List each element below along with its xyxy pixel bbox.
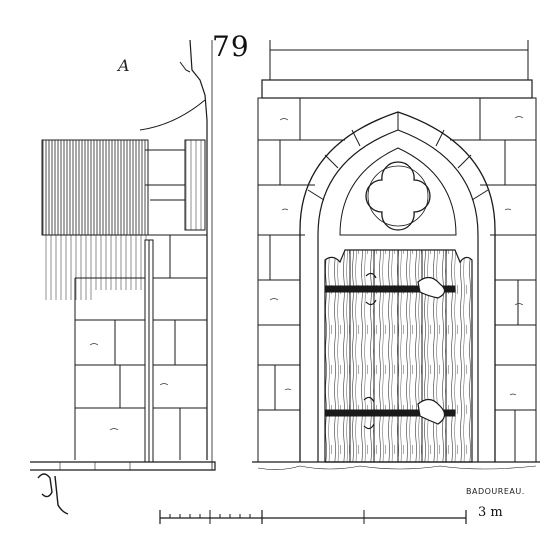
section-mark: A xyxy=(118,56,130,75)
scale-bar xyxy=(159,510,467,524)
monogram-mark xyxy=(37,473,69,515)
stone-texture xyxy=(89,116,524,431)
elevation-view xyxy=(252,40,540,470)
section-view xyxy=(30,39,216,471)
scale-label: 3 m xyxy=(478,505,503,520)
figure-number: 79 xyxy=(212,30,250,63)
engraver-signature: BADOUREAU. xyxy=(466,487,525,496)
